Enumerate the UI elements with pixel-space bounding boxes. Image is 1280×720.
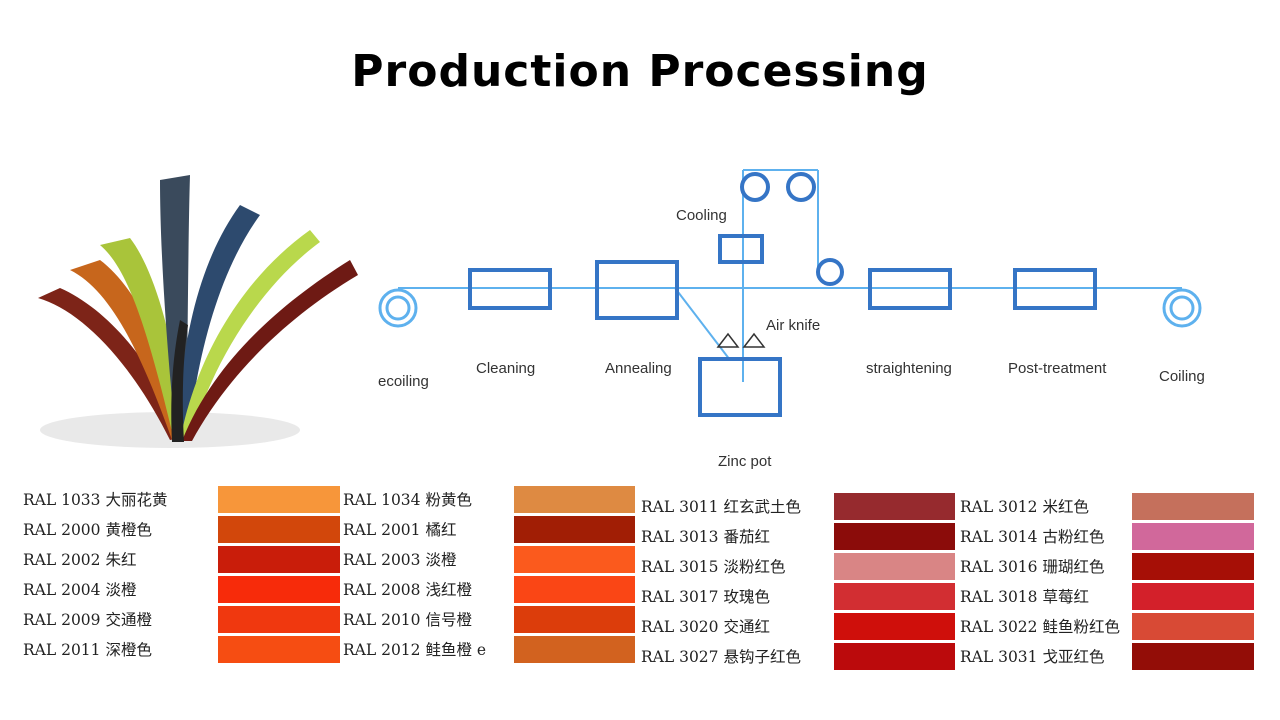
color-swatch: [218, 636, 340, 663]
swatch-label: RAL 2011 深橙色: [23, 641, 152, 659]
color-swatch: [1132, 643, 1254, 670]
color-strips-illustration: [38, 175, 358, 448]
color-swatch: [1132, 613, 1254, 640]
swatch-label: RAL 3016 珊瑚红色: [960, 558, 1105, 576]
color-swatch: [514, 516, 635, 543]
coiler-icon: [1162, 288, 1202, 328]
post-treatment-box: [1013, 268, 1097, 310]
swatch-label: RAL 3027 悬钩子红色: [641, 648, 801, 666]
swatch-row: RAL 3011 红玄武土色: [640, 492, 955, 522]
swatch-row: RAL 3031 戈亚红色: [959, 642, 1259, 672]
swatch-label: RAL 2003 淡橙: [343, 551, 457, 569]
production-line-diagram: ecoiling Cleaning Annealing Cooling Air …: [378, 169, 1205, 470]
decoiler-icon: [378, 288, 418, 328]
swatch-row: RAL 3015 淡粉红色: [640, 552, 955, 582]
swatch-row: RAL 3014 古粉红色: [959, 522, 1259, 552]
swatch-label: RAL 2009 交通橙: [23, 611, 152, 629]
label-cleaning: Cleaning: [476, 360, 535, 377]
color-swatch: [514, 606, 635, 633]
color-swatch: [1132, 523, 1254, 550]
swatch-label: RAL 1034 粉黄色: [343, 491, 472, 509]
swatch-row: RAL 3022 鲑鱼粉红色: [959, 612, 1259, 642]
swatch-row: RAL 3012 米红色: [959, 492, 1259, 522]
swatch-row: RAL 2004 淡橙: [22, 575, 340, 605]
swatch-row: RAL 2002 朱红: [22, 545, 340, 575]
cleaning-box: [468, 268, 552, 310]
color-swatch: [834, 553, 955, 580]
swatch-row: RAL 1034 粉黄色: [342, 485, 642, 515]
color-swatch: [834, 523, 955, 550]
swatch-row: RAL 2011 深橙色: [22, 635, 340, 665]
roller-top-left: [740, 172, 770, 202]
label-post-treatment: Post-treatment: [1008, 360, 1107, 377]
annealing-box: [595, 260, 679, 320]
color-swatch: [1132, 493, 1254, 520]
swatch-label: RAL 3031 戈亚红色: [960, 648, 1105, 666]
swatch-row: RAL 2010 信号橙: [342, 605, 642, 635]
swatch-label: RAL 3020 交通红: [641, 618, 770, 636]
label-decoiling: ecoiling: [378, 373, 429, 390]
swatch-label: RAL 3012 米红色: [960, 498, 1089, 516]
swatch-label: RAL 3014 古粉红色: [960, 528, 1105, 546]
swatch-row: RAL 3017 玫瑰色: [640, 582, 955, 612]
zinc-pot-box: [698, 357, 782, 417]
swatch-row: RAL 3018 草莓红: [959, 582, 1259, 612]
label-coiling: Coiling: [1159, 368, 1205, 385]
swatch-label: RAL 3022 鲑鱼粉红色: [960, 618, 1120, 636]
color-swatch: [218, 606, 340, 633]
color-swatch: [514, 546, 635, 573]
swatch-row: RAL 2003 淡橙: [342, 545, 642, 575]
swatch-row: RAL 2000 黄橙色: [22, 515, 340, 545]
swatch-row: RAL 3013 番茄红: [640, 522, 955, 552]
color-swatch: [834, 643, 955, 670]
color-swatch: [834, 613, 955, 640]
swatch-row: RAL 3016 珊瑚红色: [959, 552, 1259, 582]
swatch-row: RAL 2001 橘红: [342, 515, 642, 545]
roller-top-right: [786, 172, 816, 202]
color-swatch: [514, 636, 635, 663]
label-straightening: straightening: [866, 360, 952, 377]
color-swatch: [218, 516, 340, 543]
swatch-label: RAL 3017 玫瑰色: [641, 588, 770, 606]
label-air-knife: Air knife: [766, 317, 820, 334]
swatch-row: RAL 2009 交通橙: [22, 605, 340, 635]
label-cooling: Cooling: [676, 207, 727, 224]
roller-right: [816, 258, 844, 286]
color-swatch: [1132, 553, 1254, 580]
label-zinc-pot: Zinc pot: [718, 453, 772, 470]
color-swatch: [218, 486, 340, 513]
swatch-label: RAL 3018 草莓红: [960, 588, 1089, 606]
swatch-label: RAL 2001 橘红: [343, 521, 457, 539]
color-swatch: [218, 546, 340, 573]
swatch-label: RAL 2010 信号橙: [343, 611, 472, 629]
swatch-label: RAL 3015 淡粉红色: [641, 558, 786, 576]
page-title: Production Processing: [351, 46, 929, 97]
swatch-row: RAL 3027 悬钩子红色: [640, 642, 955, 672]
air-knife-icon: [716, 332, 766, 348]
cooling-box: [718, 234, 764, 264]
swatch-label: RAL 3011 红玄武土色: [641, 498, 801, 516]
ral-color-table: RAL 1033 大丽花黄 RAL 2000 黄橙色 RAL 2002 朱红 RAL …: [22, 485, 1259, 670]
color-swatch: [514, 486, 635, 513]
swatch-label: RAL 2012 鲑鱼橙 e: [343, 641, 487, 659]
swatch-label: RAL 2002 朱红: [23, 551, 137, 569]
swatch-row: RAL 1033 大丽花黄: [22, 485, 340, 515]
swatch-row: RAL 2008 浅红橙: [342, 575, 642, 605]
label-annealing: Annealing: [605, 360, 672, 377]
color-swatch: [834, 493, 955, 520]
straightening-box: [868, 268, 952, 310]
swatch-label: RAL 1033 大丽花黄: [23, 491, 168, 509]
swatch-label: RAL 3013 番茄红: [641, 528, 770, 546]
color-swatch: [514, 576, 635, 603]
color-swatch: [1132, 583, 1254, 610]
color-swatch: [834, 583, 955, 610]
swatch-row: RAL 3020 交通红: [640, 612, 955, 642]
swatch-label: RAL 2004 淡橙: [23, 581, 137, 599]
swatch-label: RAL 2000 黄橙色: [23, 521, 152, 539]
swatch-row: RAL 2012 鲑鱼橙 e: [342, 635, 642, 665]
color-swatch: [218, 576, 340, 603]
swatch-label: RAL 2008 浅红橙: [343, 581, 472, 599]
